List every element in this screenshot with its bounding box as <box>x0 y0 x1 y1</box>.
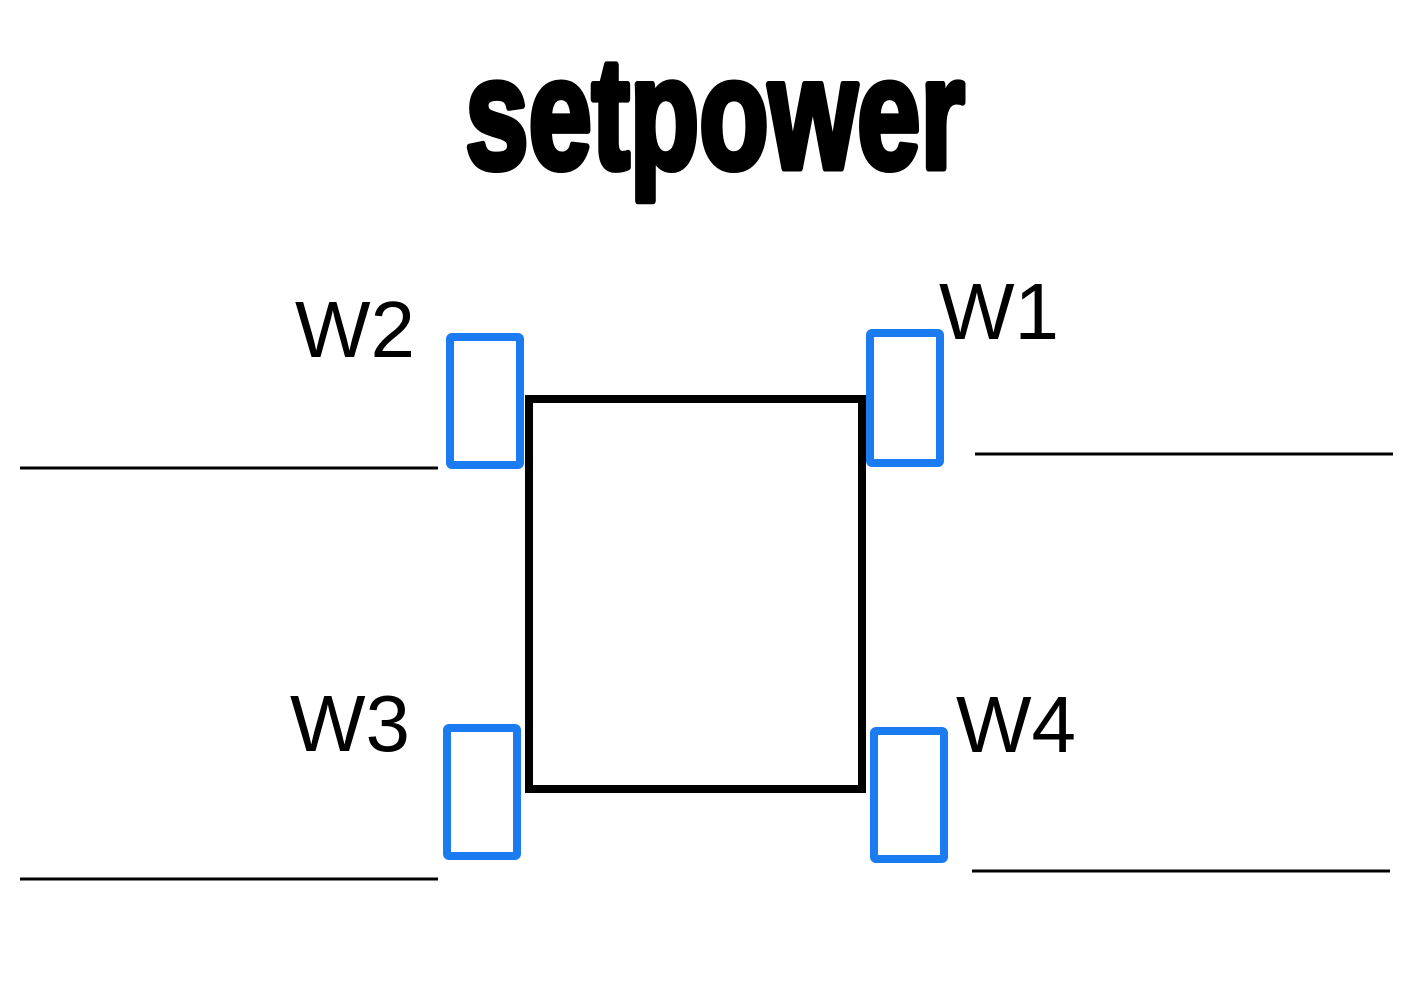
title-group: setpower <box>462 23 967 206</box>
wheel-label-w3: W3 <box>290 679 410 768</box>
wheel-w4 <box>870 727 948 863</box>
wheel-w3 <box>443 724 521 860</box>
wheel-label-w4: W4 <box>956 680 1076 769</box>
wheel-label-w2: W2 <box>295 285 415 374</box>
wheel-label-w1: W1 <box>939 267 1059 356</box>
robot-chassis <box>525 395 866 793</box>
diagram-title: setpower <box>465 26 964 203</box>
wheel-w1 <box>866 329 944 467</box>
wheel-w2 <box>446 333 524 469</box>
